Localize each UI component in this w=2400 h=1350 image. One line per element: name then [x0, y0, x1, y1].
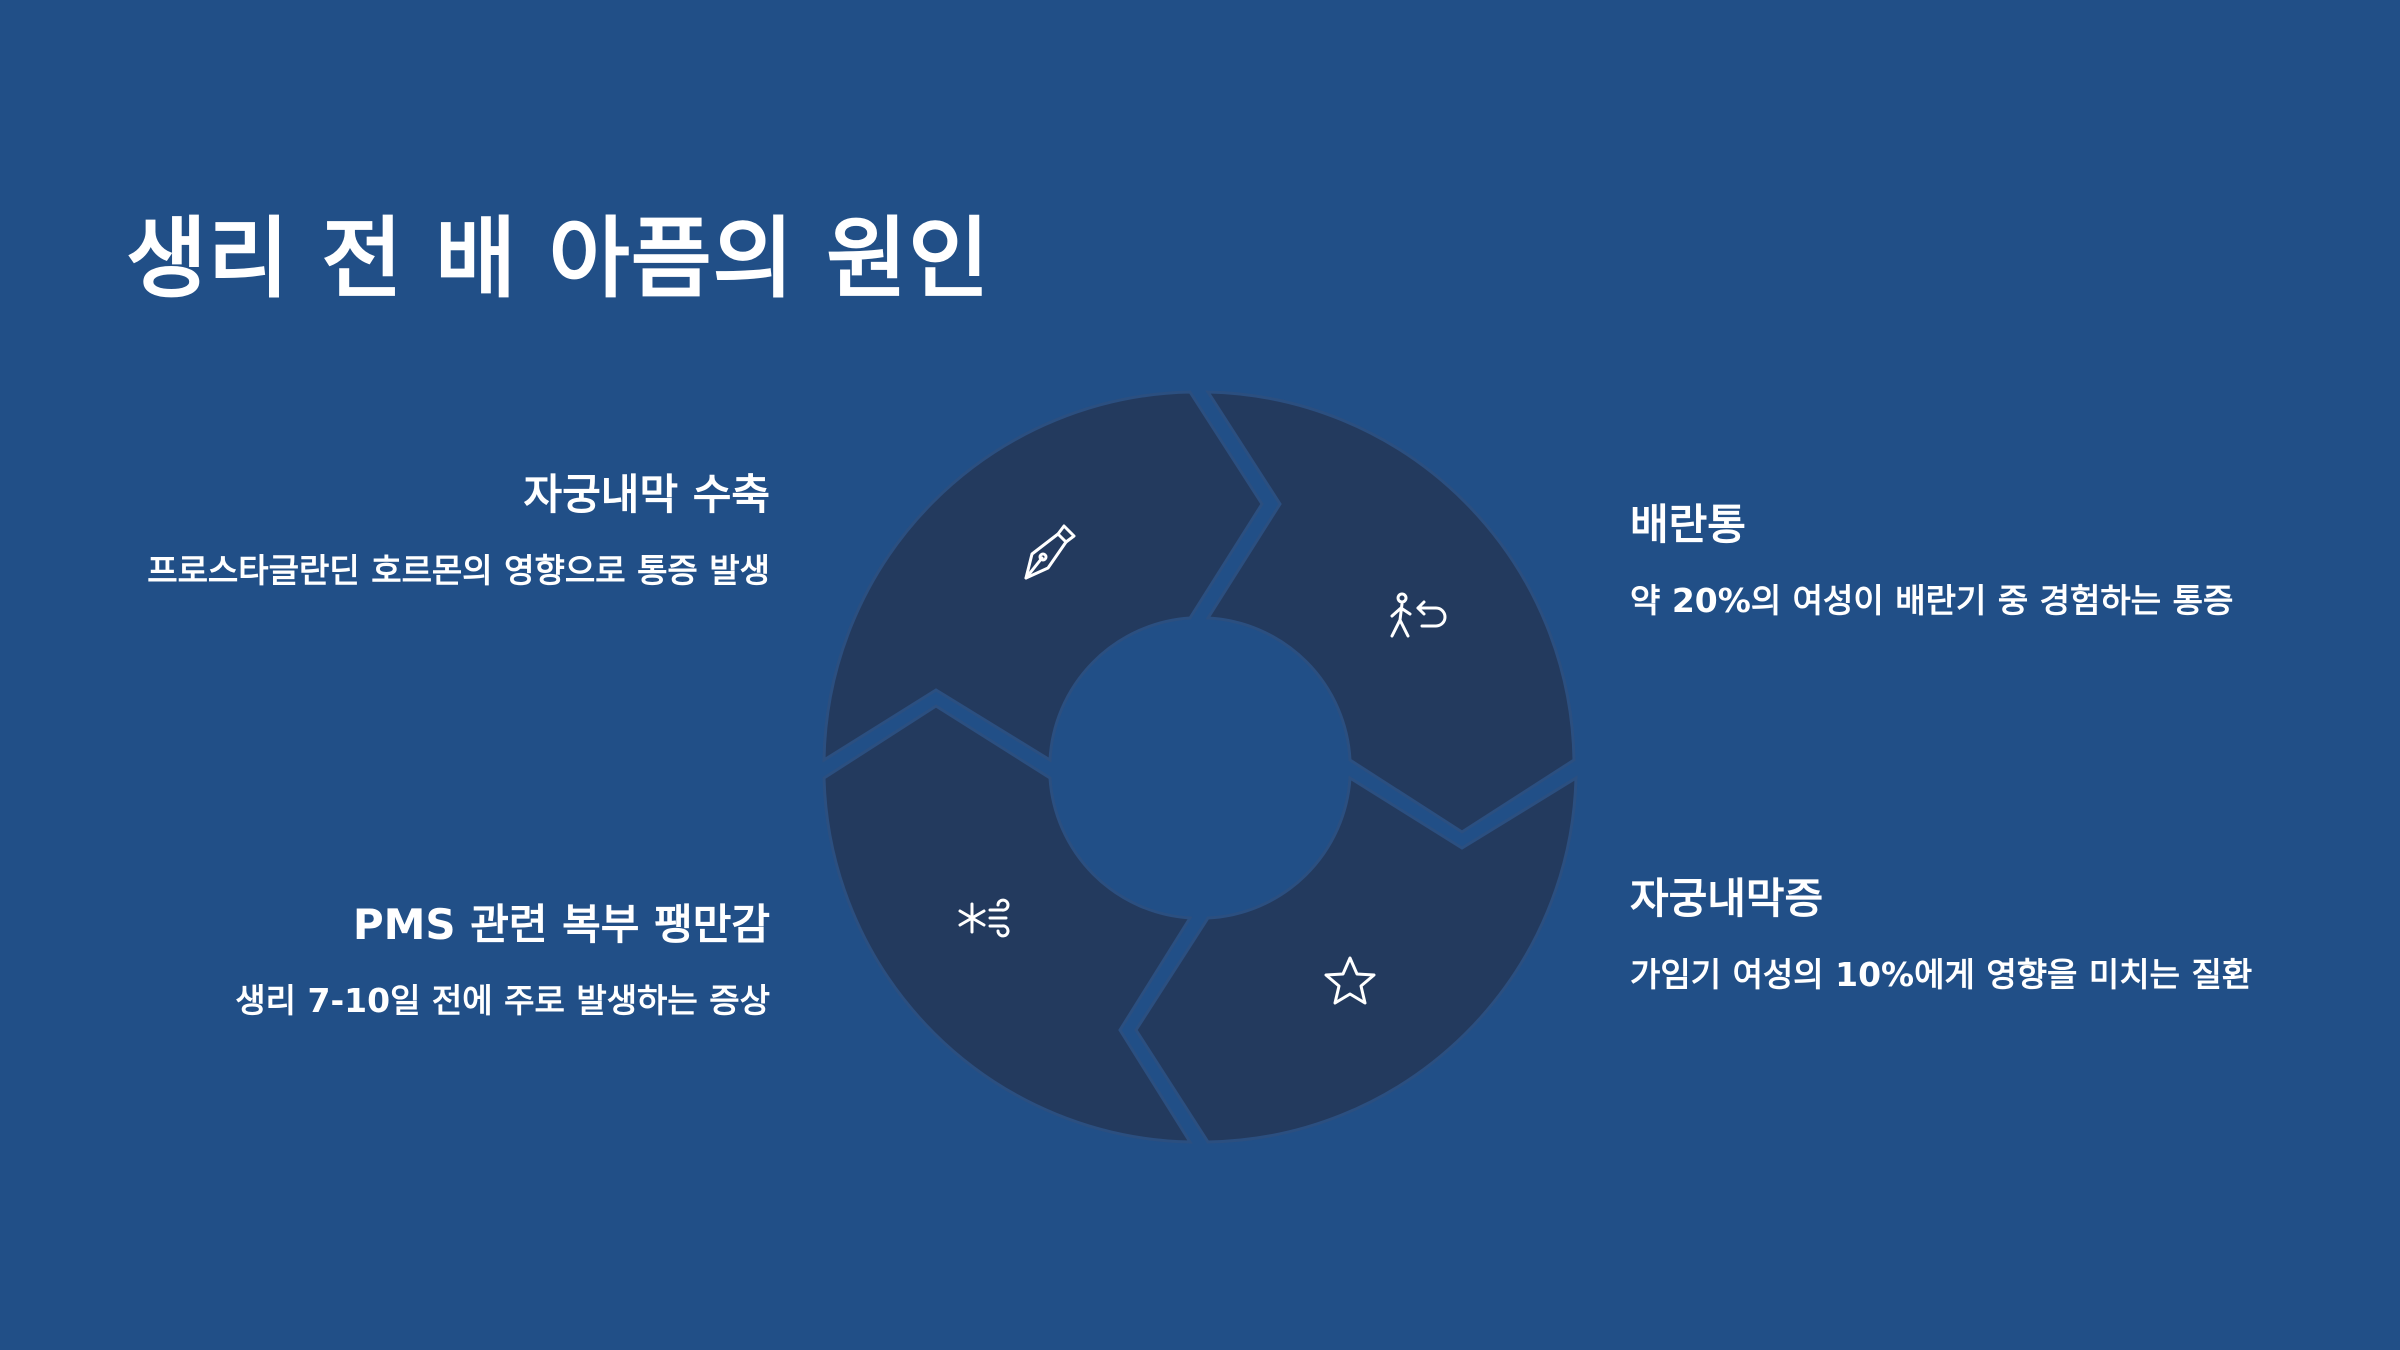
cause-ovulation-pain: 배란통 약 20%의 여성이 배란기 중 경험하는 통증 — [1630, 498, 2280, 627]
cause-heading: PMS 관련 복부 팽만감 — [352, 900, 770, 949]
cycle-segment-bottom-right — [1134, 775, 1578, 1144]
cause-description: 생리 7-10일 전에 주로 발생하는 증상 — [235, 980, 770, 1020]
page-title: 생리 전 배 아픔의 원인 — [126, 207, 991, 310]
walking-person-return-icon — [1390, 592, 1447, 638]
snowflake-wind-icon — [958, 898, 1010, 938]
cause-description: 약 20%의 여성이 배란기 중 경험하는 통증 — [1630, 580, 2234, 620]
cause-heading: 자궁내막증 — [1630, 874, 1824, 923]
cycle-segment-top-right — [1205, 390, 1576, 834]
cause-endometriosis: 자궁내막증 가임기 여성의 10%에게 영향을 미치는 질환 — [1630, 872, 2280, 1001]
star-icon — [1324, 956, 1376, 1005]
cycle-segment-top-left — [822, 390, 1264, 763]
cycle-segment-bottom-left — [822, 704, 1193, 1144]
cause-heading: 자궁내막 수축 — [523, 470, 770, 519]
cause-heading: 배란통 — [1630, 500, 1746, 549]
cause-description: 프로스타글란딘 호르몬의 영향으로 통증 발생 — [147, 550, 770, 590]
cause-uterine-contraction: 자궁내막 수축 프로스타글란딘 호르몬의 영향으로 통증 발생 — [120, 468, 770, 597]
cause-description: 가임기 여성의 10%에게 영향을 미치는 질환 — [1630, 954, 2253, 994]
cause-pms-bloating: PMS 관련 복부 팽만감 생리 7-10일 전에 주로 발생하는 증상 — [120, 898, 770, 1027]
fountain-pen-icon — [1024, 524, 1076, 580]
